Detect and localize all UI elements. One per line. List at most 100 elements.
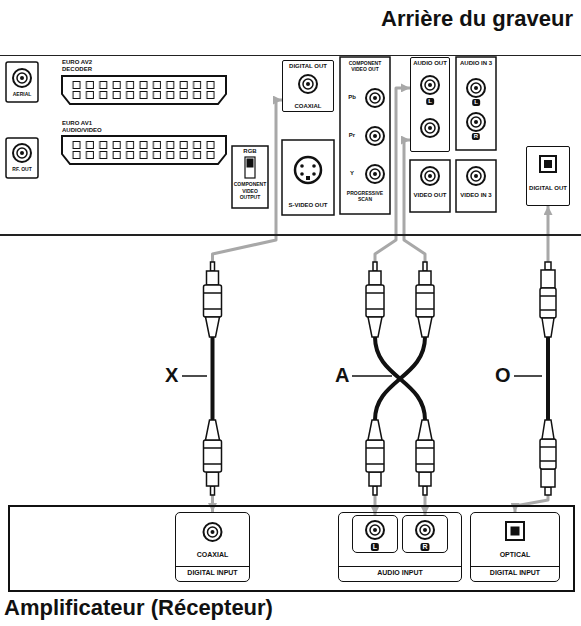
cable-plug [540, 262, 556, 337]
rf-out-socket [13, 144, 31, 162]
cable-plug [416, 420, 434, 495]
port-label: DIGITAL OUT [527, 185, 569, 192]
jack-column [456, 57, 496, 150]
s-video-socket [312, 172, 316, 176]
port-label: L [371, 543, 379, 551]
port-label: EURO AV1 [62, 120, 152, 127]
port-label: EURO AV2 [62, 59, 152, 66]
port-label: L [472, 99, 480, 106]
optical-input: OPTICALDIGITAL INPUT [470, 512, 560, 582]
port-label: R [420, 543, 429, 551]
aerial-socket [6, 62, 38, 102]
port-label: OPTICAL [471, 551, 559, 559]
port-label: DIGITAL INPUT [176, 566, 249, 577]
port-label: Pb [344, 94, 360, 101]
panel-jack [421, 119, 439, 137]
panel-jack [467, 167, 485, 185]
jack-column [410, 160, 450, 212]
scart-socket [62, 76, 226, 164]
amplifier-jack [204, 521, 435, 541]
panel-jack [421, 167, 439, 185]
port-label: DIGITAL OUT [283, 63, 333, 70]
port-label: AUDIO INPUT [339, 566, 461, 577]
amplifier-jack [366, 521, 384, 539]
cable-letter: A [334, 364, 350, 386]
port-label: RF. OUT [6, 166, 38, 172]
cable-plug [540, 420, 556, 495]
port-label: VIDEO OUT [410, 192, 450, 199]
cable-wire [211, 337, 215, 420]
scart-socket [70, 140, 218, 160]
panel-jack [299, 75, 485, 185]
cable-plug [204, 262, 557, 495]
optical-socket [511, 527, 520, 536]
leader-line [182, 375, 542, 377]
optical-socket [506, 156, 556, 540]
s-video-socket [282, 140, 334, 215]
rf-out-socket [6, 138, 38, 178]
coaxial-input: COAXIALDIGITAL INPUT [175, 512, 250, 582]
cable-plug [366, 420, 384, 495]
recorder-panel: DIGITAL OUTCOAXIALAUDIO OUTLDIGITAL OUTA… [0, 55, 581, 236]
scart-socket [62, 136, 226, 164]
port-label: AUDIO OUT [411, 60, 449, 67]
scart-socket [62, 76, 226, 104]
optical-socket [540, 156, 556, 172]
port-label: Pr [344, 132, 360, 139]
panel-jack [421, 76, 439, 94]
signal-connector [213, 100, 283, 512]
video-output-switch [232, 146, 268, 208]
leader-line [182, 375, 207, 377]
port-label: S-VIDEO OUT [283, 202, 333, 209]
optical-socket [544, 160, 552, 168]
cable-wire [213, 337, 549, 420]
video-output-switch [247, 159, 254, 168]
port-label: COAXIAL [283, 103, 333, 110]
port-label: AUDIO/VIDEO [62, 127, 152, 134]
cable-letter: O [494, 364, 512, 386]
scart-socket [70, 80, 218, 100]
cable-wire [375, 337, 425, 420]
port-label: VIDEO OUTPUT [233, 188, 268, 200]
s-video-socket [300, 164, 304, 168]
cable-wire [546, 337, 550, 420]
panel-jack [366, 165, 384, 183]
audio-input: L R AUDIO INPUT [338, 512, 462, 582]
port-label: Y [344, 170, 360, 177]
video-output-switch [245, 157, 255, 178]
port-label: R [472, 133, 480, 140]
amplifier-jack [416, 521, 434, 539]
right-input: R [402, 515, 448, 553]
rf-out-socket [6, 138, 38, 178]
amplifier-panel: COAXIALDIGITAL INPUT L R AUDIO INPUT OPTICAL… [8, 505, 575, 592]
cable-wire [375, 337, 425, 420]
port-label: PROGRESSIVE SCAN [341, 190, 389, 202]
optical-output: DIGITAL OUT [526, 146, 570, 206]
cable-plug [204, 262, 222, 337]
audio-output: AUDIO OUTL [410, 57, 450, 152]
panel-heading: Amplificateur (Récepteur) [4, 595, 273, 621]
s-video-socket [312, 164, 316, 168]
cable-letter: X [164, 364, 179, 386]
panel-jack [299, 75, 317, 93]
optical-socket [506, 522, 524, 540]
port-label: COMPONENT [233, 181, 268, 187]
panel-heading: Arrière du graveur [381, 6, 573, 32]
aerial-socket [13, 69, 31, 87]
cable-plug [416, 262, 434, 337]
port-label: AERIAL [6, 91, 38, 97]
panel-jack [467, 113, 485, 131]
coaxial-output: DIGITAL OUT COAXIAL [282, 60, 334, 112]
jack-column [340, 57, 496, 214]
panel-jack [366, 89, 384, 107]
port-label: AUDIO IN 3 [457, 60, 495, 67]
port-label: COMPONENT VIDEO OUT [341, 60, 389, 72]
leader-line [514, 375, 542, 377]
s-video-socket [300, 172, 304, 176]
cable-plug [204, 420, 222, 495]
video-output-switch [232, 146, 268, 208]
leader-line [352, 375, 392, 377]
left-input: L [352, 515, 398, 553]
